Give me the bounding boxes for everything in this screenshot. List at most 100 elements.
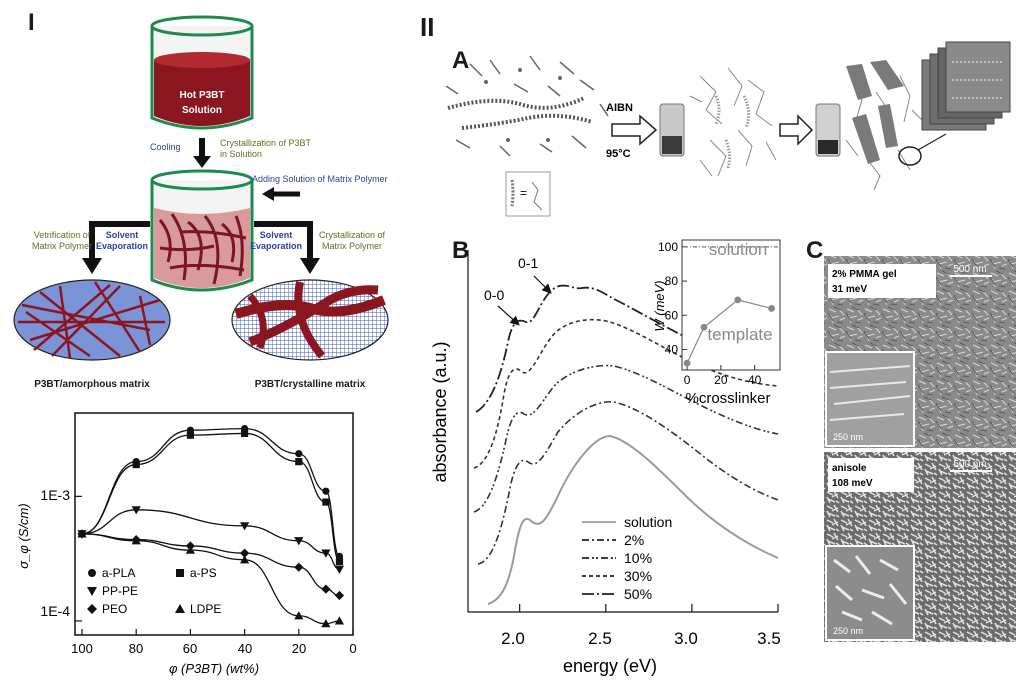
right-branch-arrow-head <box>300 258 320 274</box>
panel-ii-label: II <box>420 12 434 42</box>
legend-label-30%: 30% <box>624 568 652 584</box>
cond-ylabel: σ_φ (S/cm) <box>16 503 31 568</box>
abs-ylabel: absorbance (a.u.) <box>430 341 450 482</box>
abs-xtick-3-0: 3.0 <box>674 629 698 648</box>
sem-top-inset-fibres <box>829 365 911 421</box>
crosslinker-structure-icon <box>531 181 543 211</box>
subpanel-a-label: A <box>452 47 469 74</box>
point-PP-PE <box>321 549 331 558</box>
monomer-scheme <box>445 55 609 157</box>
point-a-PS <box>241 429 249 438</box>
point-LDPE <box>240 555 250 564</box>
crystallization-label-1: Crystallization of P3BT <box>220 138 312 148</box>
inset-xtick-label: 0 <box>684 373 691 387</box>
point-a-PLA <box>322 487 330 495</box>
sem-top-label-box <box>828 264 936 298</box>
cooling-arrow-head <box>193 156 211 168</box>
legend-label-50%: 50% <box>624 586 652 602</box>
legend-marker-PP-PE <box>87 587 97 596</box>
point-LDPE <box>131 536 141 545</box>
right-branch-label-1: Crystallization of <box>319 230 386 240</box>
subpanel-b-label: B <box>452 237 469 264</box>
legend-label-10%: 10% <box>624 550 652 566</box>
cond-ytick-1e-4: 1E-4 <box>40 603 70 619</box>
inset-point <box>683 359 691 367</box>
point-PEO <box>240 548 250 558</box>
abs-xtick-2-0: 2.0 <box>501 629 525 648</box>
left-solvent-label-2: Evaporation <box>96 241 148 251</box>
absorbance-ticks <box>519 604 779 612</box>
legend-label-a-PS: a-PS <box>190 566 217 580</box>
inset-ytick-label: 40 <box>665 342 679 356</box>
caption-crystalline: P3BT/crystalline matrix <box>255 379 366 390</box>
cond-xtick-80: 80 <box>129 641 143 656</box>
point-PP-PE <box>334 565 345 574</box>
sem-bottom-inset-fibres <box>833 555 908 626</box>
equals-sign: = <box>520 186 527 200</box>
point-a-PS <box>335 557 344 566</box>
crystalline-matrix-disc <box>231 279 389 361</box>
point-a-PS <box>295 458 303 466</box>
legend-marker-LDPE <box>175 604 185 613</box>
hot-solution-beaker: Hot P3BT Solution <box>150 15 254 130</box>
cond-ytick-1e-3: 1E-3 <box>40 487 70 503</box>
beaker-text-1: Hot P3BT <box>180 90 225 101</box>
inset-point <box>768 305 775 312</box>
vial-2 <box>815 103 841 157</box>
crystallization-label-2: in Solution <box>220 149 262 159</box>
point-LDPE <box>294 611 304 620</box>
sem-top-label-1: 2% PMMA gel <box>832 269 897 280</box>
abs-xtick-3-5: 3.5 <box>757 629 781 648</box>
inset-line <box>686 299 772 364</box>
left-branch-label-2: Matrix Polymer <box>32 241 92 251</box>
left-branch-arrow-head <box>82 258 102 274</box>
legend-label-solution: solution <box>624 514 672 530</box>
inset-series <box>683 246 778 367</box>
legend-marker-a-PLA <box>88 569 96 577</box>
point-PEO <box>321 584 331 594</box>
inset-ticks: 0 20 40 40 60 80 100 <box>658 240 762 387</box>
crosslinker-chain-icon <box>510 179 515 207</box>
amorphous-matrix-disc <box>13 279 171 361</box>
right-solvent-label-2: Evaporation <box>250 241 302 251</box>
reaction-arrow <box>611 114 658 146</box>
right-solvent-label-1: Solvent <box>260 230 293 240</box>
point-LDPE <box>77 529 87 538</box>
sem-bottom-label-2: 108 meV <box>832 478 873 489</box>
curve-2pct <box>477 400 779 565</box>
inset-ytick-label: 100 <box>658 240 678 254</box>
inset-ylabel: W (meV) <box>652 280 667 331</box>
inset-xtick-label: 20 <box>714 373 728 387</box>
inset-ytick-label: 60 <box>665 308 679 322</box>
cond-xlabel: φ (P3BT) (wt%) <box>169 661 259 676</box>
point-PEO <box>294 562 304 572</box>
crosslinker-box <box>505 171 551 217</box>
sem-bottom-inset-scale: 250 nm <box>833 626 863 636</box>
caption-amorphous: P3BT/amorphous matrix <box>34 379 150 390</box>
point-a-PS <box>132 460 140 469</box>
matrix-beaker <box>150 169 254 292</box>
adding-matrix-label: Adding Solution of Matrix Polymer <box>252 174 388 184</box>
transition-arrow <box>779 114 814 146</box>
inset-ytick-label: 80 <box>665 274 679 288</box>
point-a-PS <box>322 498 330 506</box>
panel-i-label: I <box>28 9 35 36</box>
sem-bottom-label-box <box>828 458 914 492</box>
point-LDPE <box>334 616 345 625</box>
conductivity-plot-frame <box>74 412 354 636</box>
point-a-PLA <box>295 450 303 458</box>
sem-bottom-scale: 500 nm <box>953 459 986 470</box>
abs-xtick-2-5: 2.5 <box>588 629 612 648</box>
subpanel-c-label: C <box>806 237 823 264</box>
legend-marker-a-PS <box>176 569 184 577</box>
curve-50pct <box>475 284 779 413</box>
sem-top-label-2: 31 meV <box>832 284 867 295</box>
absorbance-curves <box>473 284 779 605</box>
inset-xtick-label: 40 <box>748 373 762 387</box>
aibn-label: AIBN <box>606 102 633 114</box>
temperature-label: 95°C <box>606 148 631 160</box>
legend-label-PEO: PEO <box>102 602 127 616</box>
